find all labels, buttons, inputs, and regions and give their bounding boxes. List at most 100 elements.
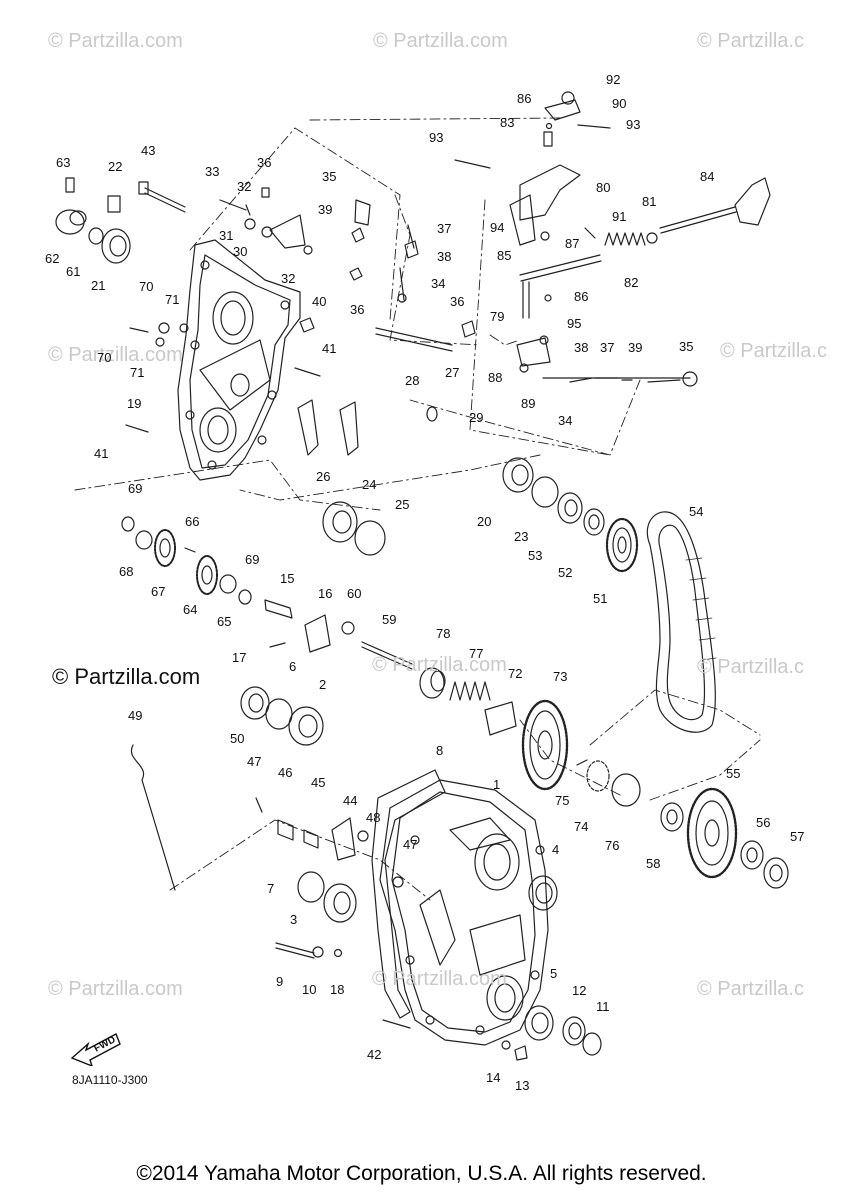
callout-8: 8: [436, 743, 444, 758]
callout-90: 90: [612, 96, 627, 111]
callout-36-c: 36: [450, 294, 465, 309]
drive-chain-54: [646, 511, 717, 733]
callout-67: 67: [151, 584, 166, 599]
callout-21: 21: [91, 278, 106, 293]
callout-18: 18: [330, 982, 345, 997]
spring-82: [604, 232, 646, 246]
callout-93: 93: [429, 130, 444, 145]
watermark: © Partzilla.com: [372, 654, 507, 676]
callout-56: 56: [756, 815, 771, 830]
callout-50: 50: [230, 731, 245, 746]
callout-54: 54: [689, 504, 704, 519]
callout-11: 11: [596, 999, 610, 1014]
callout-86-b: 86: [574, 289, 589, 304]
callout-89: 89: [521, 396, 536, 411]
callout-70-b: 70: [97, 350, 112, 365]
callout-28: 28: [405, 373, 420, 388]
watermark: © Partzilla.c: [697, 30, 804, 52]
callout-76: 76: [605, 838, 620, 853]
callout-91: 91: [612, 209, 627, 224]
callout-13: 13: [515, 1078, 530, 1093]
gear-67: [154, 529, 176, 567]
callout-77: 77: [469, 646, 484, 661]
callout-44: 44: [343, 793, 358, 808]
callout-39-b: 39: [628, 340, 643, 355]
callout-62: 62: [45, 251, 60, 266]
callout-59: 59: [382, 612, 397, 627]
callout-80: 80: [596, 180, 611, 195]
callout-41: 41: [322, 341, 337, 356]
callout-25: 25: [395, 497, 410, 512]
watermark: © Partzilla.com: [48, 30, 183, 52]
watermark: © Partzilla.c: [720, 340, 827, 362]
callout-14: 14: [486, 1070, 501, 1085]
callout-57: 57: [790, 829, 805, 844]
callout-93-b: 93: [626, 117, 641, 132]
callout-5: 5: [550, 966, 558, 981]
assembly-guide-lines: [74, 117, 761, 901]
callout-49: 49: [128, 708, 143, 723]
gasket-8: [371, 769, 446, 1019]
callout-34-b: 34: [558, 413, 573, 428]
callout-27: 27: [445, 365, 460, 380]
callout-20: 20: [477, 514, 492, 529]
callout-52: 52: [558, 565, 573, 580]
callout-35-b: 35: [679, 339, 694, 354]
callout-87: 87: [565, 236, 580, 251]
callout-23: 23: [514, 529, 529, 544]
callout-75: 75: [555, 793, 570, 808]
sprocket-51: [605, 517, 639, 573]
callout-71-b: 71: [130, 365, 145, 380]
callout-61: 61: [66, 264, 81, 279]
callout-68: 68: [119, 564, 134, 579]
callout-34: 34: [431, 276, 446, 291]
callout-36: 36: [257, 155, 272, 170]
callout-29: 29: [469, 410, 484, 425]
callout-86: 86: [517, 91, 532, 106]
callout-39: 39: [318, 202, 333, 217]
callout-69: 69: [128, 481, 143, 496]
callout-15: 15: [280, 571, 295, 586]
callout-81: 81: [642, 194, 657, 209]
callout-3: 3: [290, 912, 298, 927]
callout-63: 63: [56, 155, 71, 170]
callout-41-b: 41: [94, 446, 109, 461]
gear-73: [521, 699, 569, 791]
callout-84: 84: [700, 169, 715, 184]
callout-66: 66: [185, 514, 200, 529]
callout-55: 55: [726, 766, 741, 781]
bearings-and-seals: [55, 209, 789, 1056]
callout-16: 16: [318, 586, 333, 601]
callout-17: 17: [232, 650, 247, 665]
callout-19: 19: [127, 396, 142, 411]
callout-88: 88: [488, 370, 503, 385]
forward-arrow-icon: FWD: [70, 1033, 121, 1066]
callout-85: 85: [497, 248, 512, 263]
shafts-and-bolts: [65, 91, 771, 1061]
callout-4: 4: [552, 842, 560, 857]
callout-12: 12: [572, 983, 587, 998]
callout-40: 40: [312, 294, 327, 309]
callout-64: 64: [183, 602, 198, 617]
callout-58: 58: [646, 856, 661, 871]
callout-78: 78: [436, 626, 451, 641]
gear-55: [686, 787, 738, 879]
callout-10: 10: [302, 982, 317, 997]
callout-95: 95: [567, 316, 582, 331]
callout-42: 42: [367, 1047, 382, 1062]
watermark: © Partzilla.com: [373, 30, 508, 52]
callout-38-b: 38: [574, 340, 589, 355]
callout-60: 60: [347, 586, 362, 601]
callout-79: 79: [490, 309, 505, 324]
callout-2: 2: [319, 677, 327, 692]
callout-71: 71: [165, 292, 180, 307]
callout-74: 74: [574, 819, 589, 834]
watermark: © Partzilla.com: [48, 344, 183, 366]
watermark: © Partzilla.com: [372, 968, 507, 990]
callout-1: 1: [493, 777, 501, 792]
callout-35: 35: [322, 169, 337, 184]
case-cover-19: [177, 239, 301, 481]
callout-82: 82: [624, 275, 639, 290]
transmission-case-1: [379, 779, 549, 1046]
